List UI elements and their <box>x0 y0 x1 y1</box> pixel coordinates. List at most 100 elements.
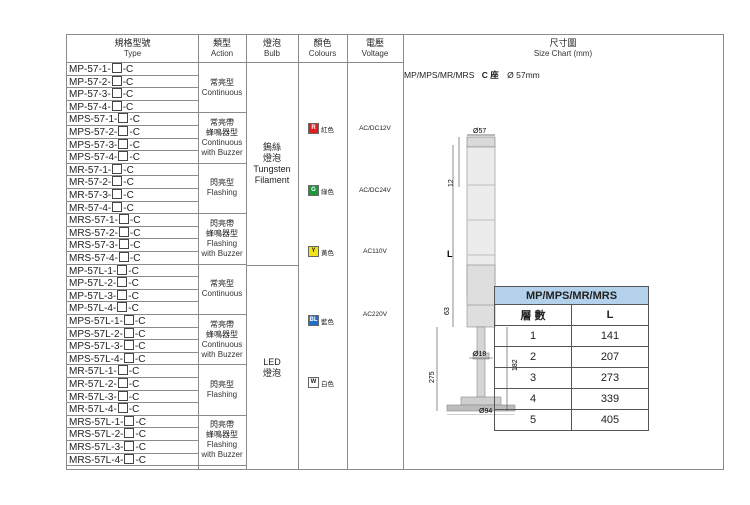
colour-code-box <box>124 415 135 426</box>
colour-code-box <box>117 289 128 300</box>
model-row: MP-57-1--C <box>67 63 198 76</box>
header-size-en: Size Chart (mm) <box>533 48 593 58</box>
model-prefix: MPS-57L-2- <box>69 328 123 340</box>
model-suffix: -C <box>128 278 139 290</box>
model-suffix: -C <box>135 416 147 428</box>
action-label-en: Continuous with Buzzer <box>201 138 243 158</box>
colour-code-box <box>117 302 128 313</box>
header-bulb: 燈泡 Bulb <box>246 35 298 63</box>
model-suffix: -C <box>134 353 146 365</box>
dim-275: 275 <box>429 371 436 383</box>
model-row: MPS-57-1--C <box>67 113 198 126</box>
table-cell: 5 <box>494 409 572 431</box>
colour-code-box <box>117 264 128 275</box>
header-size: 尺寸圖 Size Chart (mm) <box>403 35 723 63</box>
model-row: MPS-57-3--C <box>67 138 198 152</box>
model-suffix: -C <box>129 253 141 264</box>
model-row: MRS-57-1--C <box>67 214 198 227</box>
model-row: MR-57L-1- -C <box>67 365 198 378</box>
colour-name: 綠色 <box>321 188 334 196</box>
action-label-en: Flashing with Buzzer <box>201 238 243 258</box>
model-prefix: MR-57L-1- <box>69 366 117 378</box>
model-suffix: -C <box>122 76 134 88</box>
colour-code-box <box>112 163 123 174</box>
model-suffix: -C <box>123 177 134 189</box>
model-prefix: MR-57-2- <box>69 177 112 189</box>
action-label-en: Flashing with Buzzer <box>201 440 243 460</box>
colour-code-box <box>118 151 129 162</box>
model-suffix: -C <box>135 454 147 466</box>
colour-code-box <box>111 75 122 86</box>
model-suffix: -C <box>128 391 140 403</box>
model-suffix: -C <box>129 227 141 239</box>
model-row: MPS-57L-3--C <box>67 340 198 353</box>
header-action-zh: 類型 <box>212 38 231 48</box>
table-cell: 405 <box>571 409 649 431</box>
colour-code-box <box>111 88 122 99</box>
dimension-table-col-L: L <box>571 304 649 326</box>
colour-code-box <box>118 226 129 237</box>
tower-pole <box>476 326 486 398</box>
header-type: 規格型號 Type <box>67 35 198 63</box>
model-row: MRS-57L-4- -C <box>67 453 198 467</box>
model-suffix: -C <box>122 101 134 113</box>
action-label-en: Continuous with Buzzer <box>201 339 243 359</box>
bulb-led-label: LED 燈泡 <box>262 356 281 378</box>
colour-code-box <box>118 252 129 262</box>
model-suffix: -C <box>129 139 140 151</box>
colour-code-box <box>118 214 129 225</box>
model-prefix: MP-57-4- <box>69 101 111 113</box>
model-row: MP-57-3--C <box>67 88 198 101</box>
colour-code-box <box>123 352 134 363</box>
model-prefix: MP-57-2- <box>69 76 111 88</box>
action-label-zh: 閃亮型 <box>210 380 234 390</box>
colour-code-box <box>124 428 135 439</box>
colour-swatch: R <box>308 123 319 134</box>
dimension-table-caption: MP/MPS/MR/MRS <box>494 286 649 305</box>
colour-name: 紅色 <box>321 126 334 134</box>
table-cell: 4 <box>494 388 572 410</box>
table-cell: 339 <box>571 388 649 410</box>
model-row: MP-57L-3--C <box>67 289 198 303</box>
model-prefix: MRS-57L-4- <box>69 454 124 466</box>
table-cell: 273 <box>571 367 649 389</box>
colour-name: 藍色 <box>321 318 334 326</box>
model-prefix: MP-57L-3- <box>69 290 117 302</box>
tower-cap <box>466 136 496 148</box>
model-prefix: MR-57-4- <box>69 202 112 214</box>
header-voltage-zh: 電壓 <box>365 38 384 48</box>
model-prefix: MPS-57-2- <box>69 127 118 138</box>
model-suffix: -C <box>122 89 134 101</box>
model-prefix: MR-57L-3- <box>69 391 117 403</box>
model-prefix: MPS-57L-3- <box>69 341 123 353</box>
model-suffix: -C <box>135 429 147 441</box>
model-suffix: -C <box>128 366 140 378</box>
model-prefix: MRS-57-3- <box>69 240 118 252</box>
diagram-title: MP/MPS/MR/MRS <box>404 70 475 80</box>
colour-code-box <box>117 365 128 376</box>
diagram-diameter: Ø 57mm <box>507 70 540 80</box>
colour-swatch: G <box>308 185 319 196</box>
divider <box>403 35 404 469</box>
model-suffix: -C <box>134 328 146 340</box>
model-row: MRS-57L-1--C <box>67 415 198 429</box>
model-prefix: MP-57L-4- <box>69 303 117 315</box>
model-suffix: -C <box>135 442 147 453</box>
model-row: MR-57L-2--C <box>67 378 198 391</box>
table-cell: 2 <box>494 346 572 368</box>
model-prefix: MR-57L-2- <box>69 379 117 390</box>
colour-code-box <box>112 201 123 212</box>
colour-name: 白色 <box>321 380 334 388</box>
colour-code-box <box>112 176 123 187</box>
pole-collar <box>472 352 490 360</box>
tower-base-unit <box>466 264 496 328</box>
